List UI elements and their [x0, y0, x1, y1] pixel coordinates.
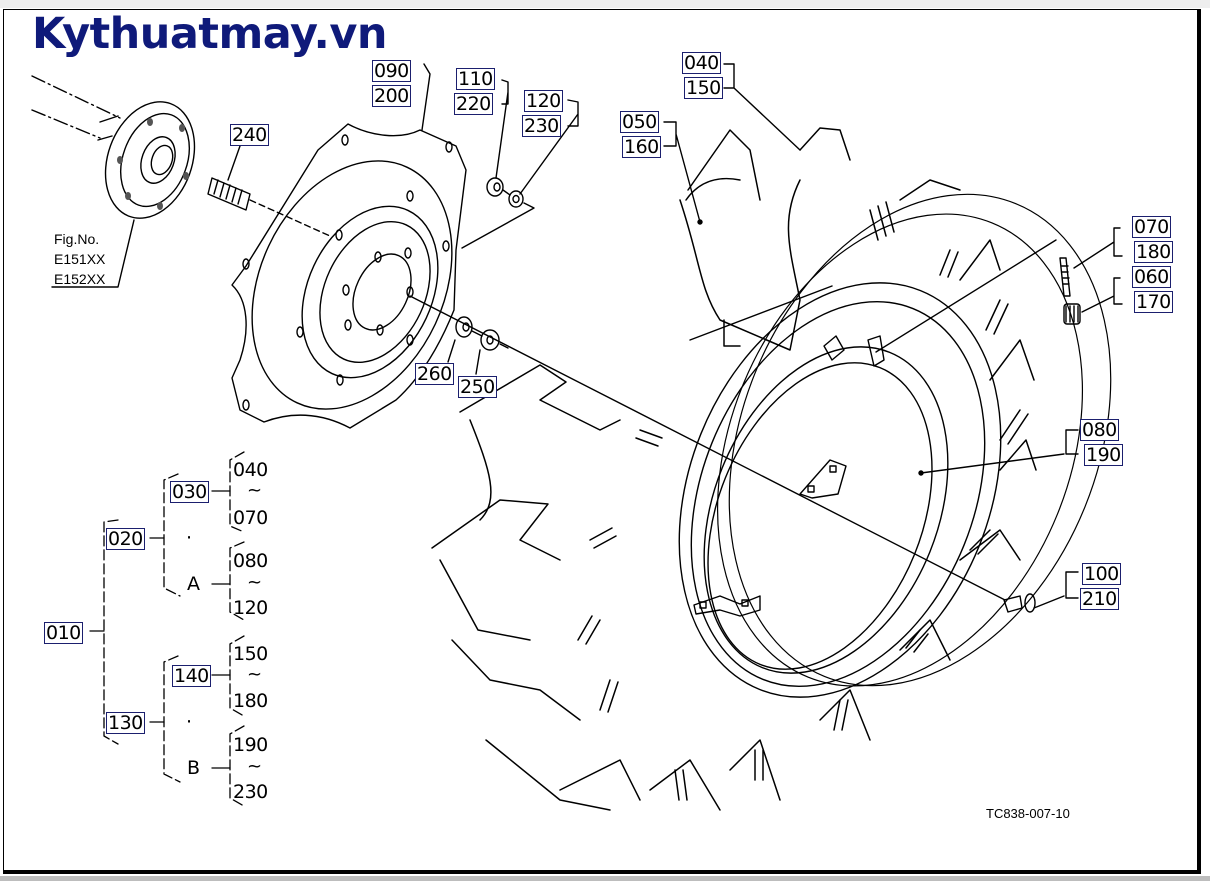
- axle-hub-flange: [104, 101, 196, 219]
- tree-letter-b: B: [187, 757, 200, 779]
- callout-080[interactable]: 080: [1080, 419, 1119, 441]
- tree-dot: ·: [186, 527, 192, 549]
- callout-240[interactable]: 240: [230, 124, 269, 146]
- assembly-tree-brackets: [103, 451, 245, 807]
- tree-range-sep: ~: [247, 480, 263, 501]
- callout-200[interactable]: 200: [372, 85, 411, 107]
- callout-110[interactable]: 110: [456, 68, 495, 90]
- nut-washer-set-lower: [447, 316, 509, 375]
- tree-range-sep: ~: [247, 664, 263, 685]
- top-strip: [0, 0, 1210, 8]
- tree-range-to: 180: [233, 690, 268, 712]
- rim-leader: [663, 63, 1079, 476]
- tree-range-to: 070: [233, 507, 268, 529]
- tree-range-to: 230: [233, 781, 268, 803]
- axle-shaft: [31, 75, 121, 141]
- rim-clips: [693, 335, 885, 617]
- callout-260[interactable]: 260: [415, 363, 454, 385]
- callout-070[interactable]: 070: [1132, 216, 1171, 238]
- callout-250[interactable]: 250: [458, 376, 497, 398]
- tree-letter-a: A: [187, 573, 200, 595]
- callout-050[interactable]: 050: [620, 111, 659, 133]
- stud-bolt: [207, 145, 331, 237]
- callout-220[interactable]: 220: [454, 93, 493, 115]
- callout-150[interactable]: 150: [684, 77, 723, 99]
- callout-100[interactable]: 100: [1082, 563, 1121, 585]
- figure-ref-item: E151XX: [54, 251, 106, 267]
- callout-040[interactable]: 040: [682, 52, 721, 74]
- wheel-rim: [678, 193, 1112, 698]
- tree-range-from: 080: [233, 550, 268, 572]
- callout-170[interactable]: 170: [1134, 291, 1173, 313]
- tree-range-sep: ~: [247, 756, 263, 777]
- wheel-disc: [231, 63, 467, 429]
- callout-230[interactable]: 230: [522, 115, 561, 137]
- assembly-tree-ticks: [89, 490, 231, 769]
- nut-washer-set-upper: [461, 79, 579, 249]
- callout-180[interactable]: 180: [1134, 241, 1173, 263]
- tree-group-a-label[interactable]: 020: [106, 528, 145, 550]
- tree-group-b-sub[interactable]: 140: [172, 665, 211, 687]
- drawing-code: TC838-007-10: [986, 806, 1070, 821]
- brand-watermark: Kythuatmay.vn: [32, 9, 388, 59]
- tree-group-b-label[interactable]: 130: [106, 712, 145, 734]
- figure-ref-title: Fig.No.: [54, 231, 100, 247]
- figure-ref-leader: [51, 219, 135, 288]
- wheel-bolt: [1003, 571, 1079, 613]
- bottom-strip: [0, 876, 1210, 881]
- tree-range-from: 190: [233, 734, 268, 756]
- callout-090[interactable]: 090: [372, 60, 411, 82]
- callout-210[interactable]: 210: [1080, 588, 1119, 610]
- tree-range-from: 040: [233, 459, 268, 481]
- tree-range-to: 120: [233, 597, 268, 619]
- callout-160[interactable]: 160: [622, 136, 661, 158]
- callout-120[interactable]: 120: [524, 90, 563, 112]
- tree-group-a-sub[interactable]: 030: [170, 481, 209, 503]
- tree-range-from: 150: [233, 643, 268, 665]
- valve-stem: [875, 227, 1123, 353]
- assembly-axis-line: [409, 295, 1006, 601]
- wheel-lugs: [431, 127, 1037, 811]
- tree-range-sep: ~: [247, 572, 263, 593]
- figure-ref-item: E152XX: [54, 271, 106, 287]
- callout-060[interactable]: 060: [1132, 266, 1171, 288]
- callout-190[interactable]: 190: [1084, 444, 1123, 466]
- tree-dot: ·: [186, 711, 192, 733]
- tree-root-010[interactable]: 010: [44, 622, 83, 644]
